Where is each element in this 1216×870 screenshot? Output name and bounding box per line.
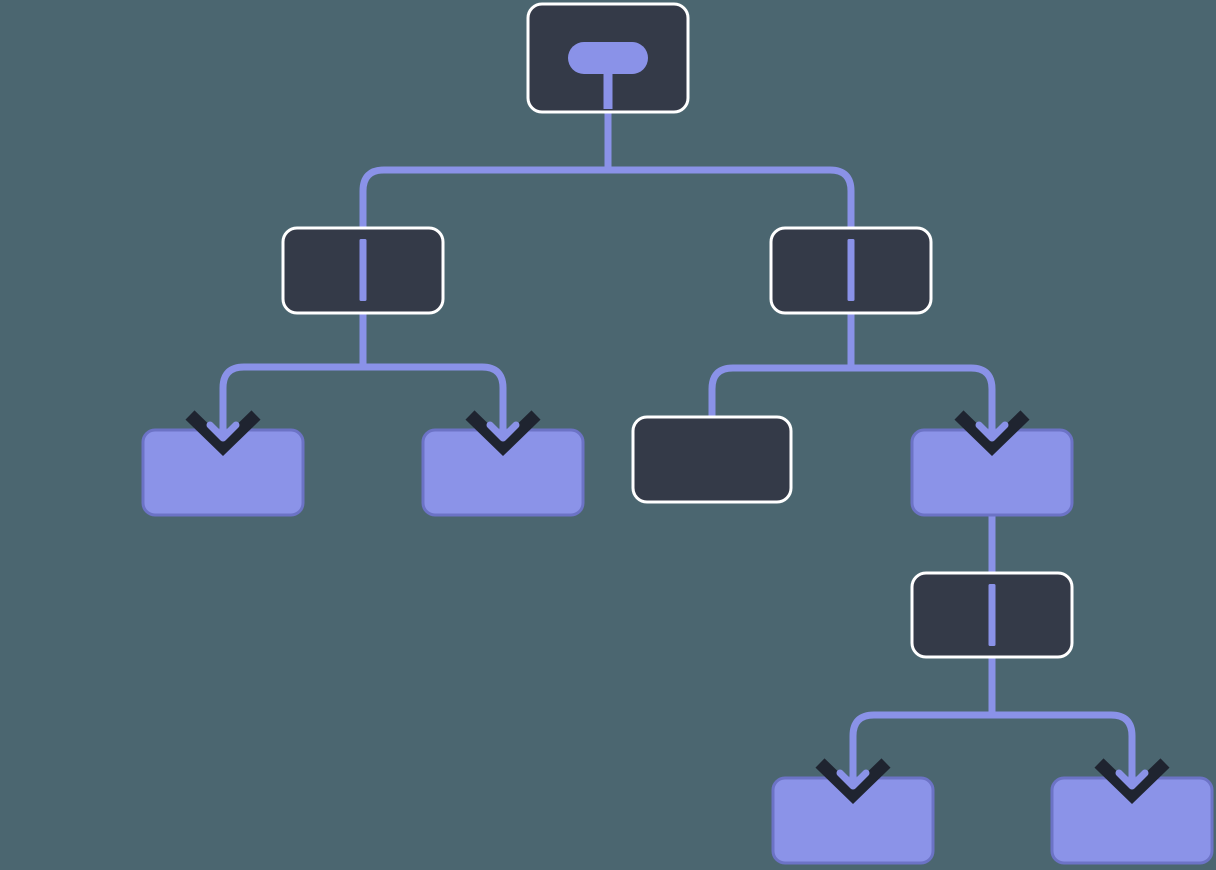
- vertical-bar-icon: [359, 239, 367, 301]
- edges-layer: [219, 112, 1136, 776]
- arrowhead-dark-chevron: [815, 758, 891, 805]
- tree-node-branch-lower[interactable]: [910, 571, 1074, 659]
- arrowhead-purple-chevron: [1115, 769, 1149, 790]
- vertical-bar-icon: [988, 584, 996, 646]
- tree-node-node-dark-mid[interactable]: [631, 415, 793, 504]
- arrowhead-dark-chevron: [954, 410, 1030, 457]
- chevron-down-arrowhead-icon: [954, 409, 1030, 457]
- dark-node-rect-node-dark-mid[interactable]: [631, 415, 793, 504]
- tree-node-branch-left[interactable]: [281, 226, 445, 315]
- chevron-down-arrowhead-icon: [815, 757, 891, 805]
- arrowhead-purple-chevron: [975, 421, 1009, 442]
- tree-node-root[interactable]: [526, 2, 690, 114]
- arrowhead-dark-chevron: [1094, 758, 1170, 805]
- arrowheads-layer: [185, 409, 1170, 805]
- arrowhead-purple-chevron: [836, 769, 870, 790]
- nodes-layer: [141, 2, 1214, 865]
- edge-root-to-branches: [359, 166, 855, 228]
- arrowhead-purple-chevron: [206, 421, 240, 442]
- chevron-down-arrowhead-icon: [465, 409, 541, 457]
- chevron-down-arrowhead-icon: [1094, 757, 1170, 805]
- arrowhead-purple-chevron: [486, 421, 520, 442]
- edge-branch-lower-to-leaves: [849, 711, 1136, 776]
- edge-branch-left-to-leaves: [219, 363, 507, 428]
- vertical-bar-icon: [847, 239, 855, 301]
- tree-node-branch-right[interactable]: [769, 226, 933, 315]
- chevron-down-arrowhead-icon: [185, 409, 261, 457]
- arrowhead-dark-chevron: [465, 410, 541, 457]
- root-pill-icon: [568, 42, 648, 74]
- root-stem-icon: [603, 70, 613, 109]
- arrowhead-dark-chevron: [185, 410, 261, 457]
